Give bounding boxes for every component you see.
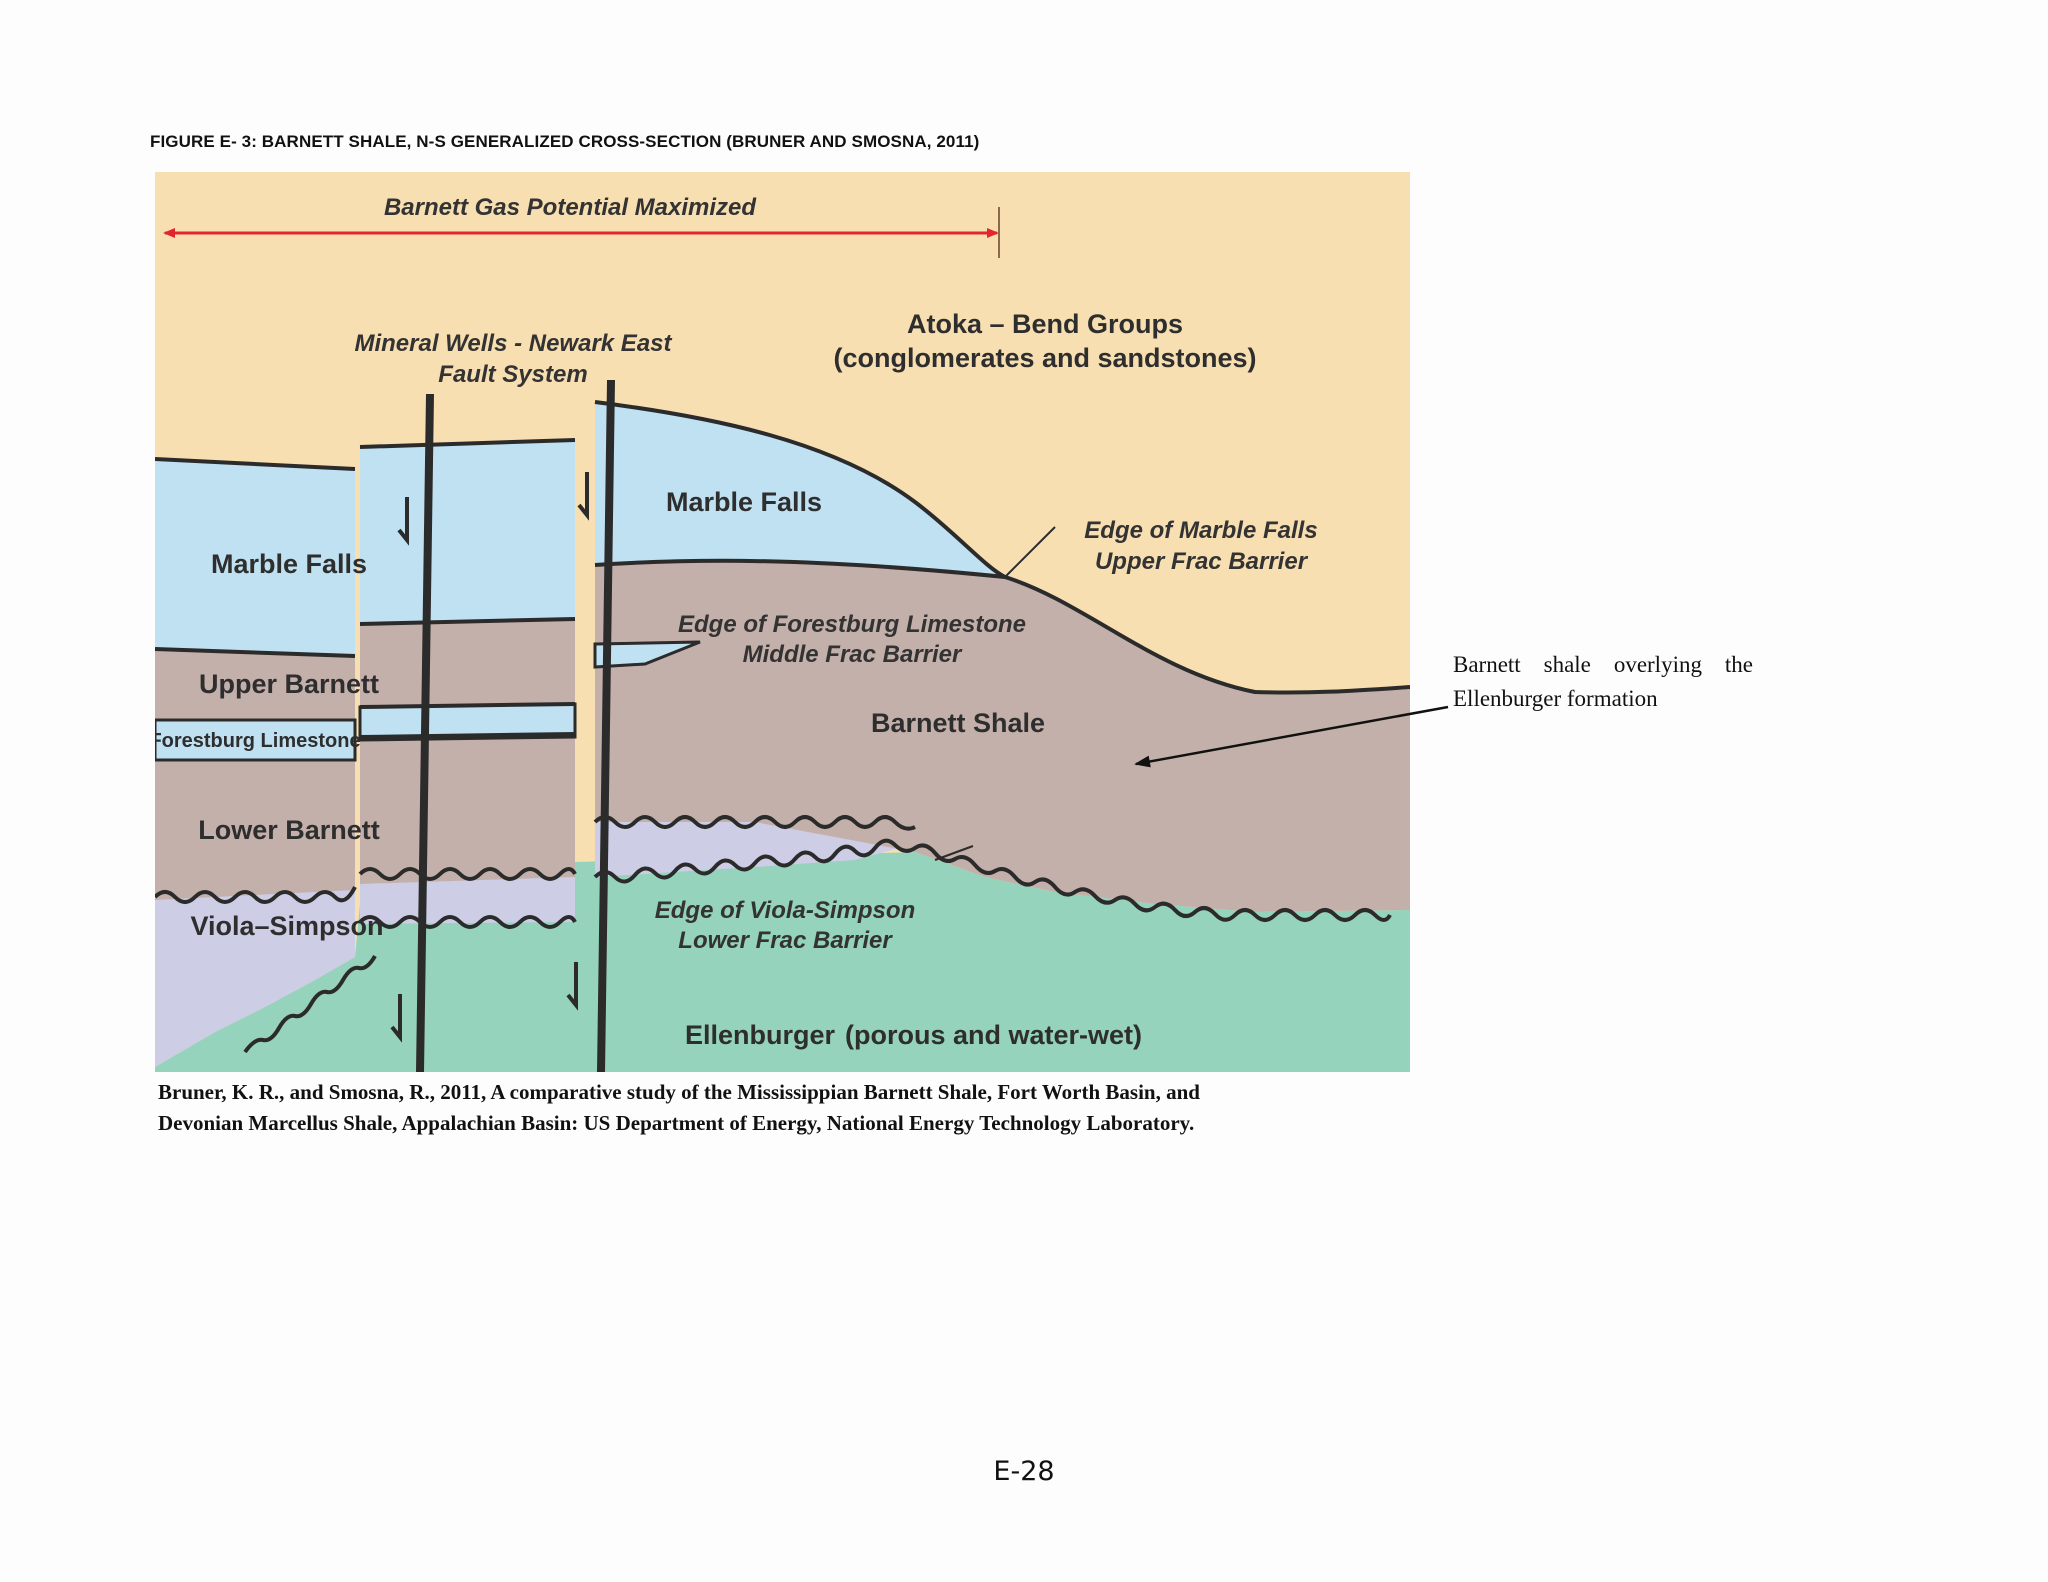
viola-simpson-label: Viola–Simpson bbox=[190, 911, 383, 941]
edge-marble-falls-label: Upper Frac Barrier bbox=[1095, 548, 1309, 575]
figure-caption: FIGURE E- 3: BARNETT SHALE, N-S GENERALI… bbox=[150, 132, 979, 152]
upper-barnett-label: Upper Barnett bbox=[199, 669, 379, 699]
barnett-shale-label: Barnett Shale bbox=[871, 708, 1045, 738]
edge-viola-simpson-label: Lower Frac Barrier bbox=[678, 927, 893, 954]
ellenburger-label: Ellenburger bbox=[685, 1020, 836, 1050]
figure-citation: Bruner, K. R., and Smosna, R., 2011, A c… bbox=[158, 1077, 1418, 1139]
cross-section-diagram: Barnett Gas Potential Maximized Mineral … bbox=[155, 172, 1410, 1072]
marble-falls-label: Marble Falls bbox=[666, 487, 822, 517]
citation-line: Bruner, K. R., and Smosna, R., 2011, A c… bbox=[158, 1077, 1418, 1108]
edge-marble-falls-label: Edge of Marble Falls bbox=[1084, 517, 1317, 544]
ellenburger-description: (porous and water-wet) bbox=[845, 1020, 1142, 1050]
lower-barnett-label: Lower Barnett bbox=[198, 815, 380, 845]
edge-forestburg-label: Edge of Forestburg Limestone bbox=[678, 611, 1026, 638]
atoka-label: Atoka – Bend Groups bbox=[907, 309, 1183, 339]
marble-falls-label: Marble Falls bbox=[211, 549, 367, 579]
edge-viola-simpson-label: Edge of Viola-Simpson bbox=[655, 897, 915, 924]
annotation-text: Barnett shale overlying the Ellenburger … bbox=[1453, 648, 1753, 716]
fault-system-label: Fault System bbox=[438, 361, 587, 388]
citation-line: Devonian Marcellus Shale, Appalachian Ba… bbox=[158, 1108, 1418, 1139]
fault-system-label: Mineral Wells - Newark East bbox=[354, 330, 672, 357]
banner-label: Barnett Gas Potential Maximized bbox=[384, 194, 757, 221]
atoka-label: (conglomerates and sandstones) bbox=[833, 343, 1256, 373]
page-number: E-28 bbox=[0, 1456, 2048, 1487]
forestburg-limestone-label: Forestburg Limestone bbox=[155, 730, 361, 752]
edge-forestburg-label: Middle Frac Barrier bbox=[743, 641, 963, 668]
